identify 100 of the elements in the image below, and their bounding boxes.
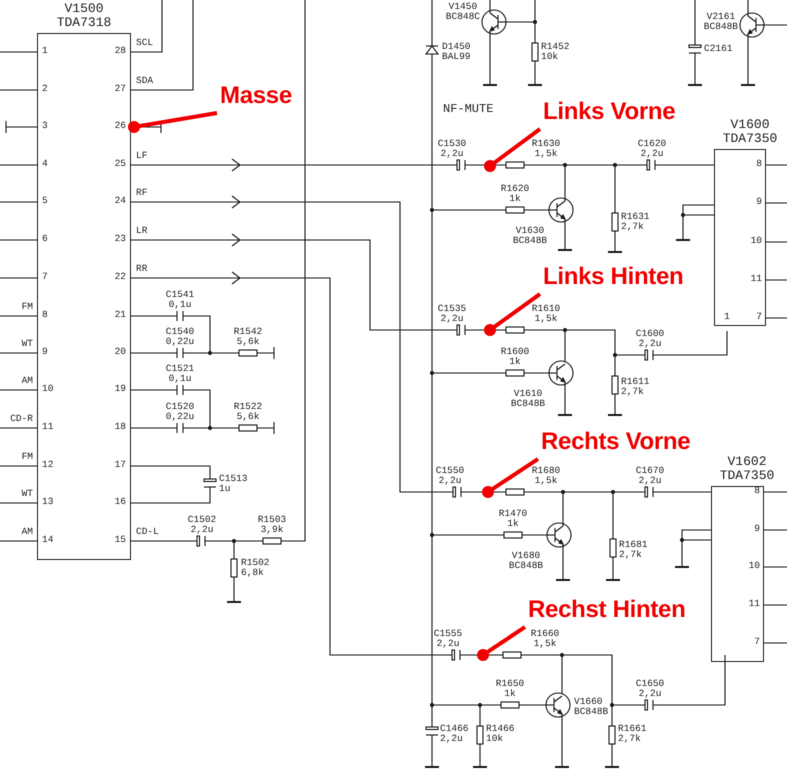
component-label: V1680 BC848B bbox=[508, 551, 544, 571]
component-label: C1670 2,2u bbox=[636, 466, 664, 486]
component-label: V1450 BC848C bbox=[446, 2, 480, 22]
annotation-text: Masse bbox=[220, 82, 292, 110]
net-label: NF-MUTE bbox=[443, 103, 494, 116]
input-label: WT bbox=[22, 339, 33, 349]
pin-number: 13 bbox=[42, 497, 54, 507]
pin-number: 16 bbox=[114, 497, 126, 507]
input-label: AM bbox=[22, 527, 33, 537]
annotation-text: Links Vorne bbox=[543, 98, 676, 126]
component-label: C1520 0,22u bbox=[166, 402, 194, 422]
component-label: R1600 1k bbox=[500, 347, 530, 367]
pin-number: 25 bbox=[114, 159, 126, 169]
pin-number: 10 bbox=[748, 561, 760, 571]
chip-designation: V1602 TDA7350 bbox=[720, 455, 774, 485]
input-label: FM bbox=[22, 452, 33, 462]
component-label: C1650 2,2u bbox=[636, 679, 664, 699]
pin-number: 11 bbox=[750, 274, 762, 284]
component-label: R1650 1k bbox=[496, 679, 524, 699]
pin-number: 18 bbox=[114, 422, 126, 432]
signal-name: LF bbox=[136, 151, 148, 161]
component-label: C1535 2,2u bbox=[438, 304, 466, 324]
pin-number: 7 bbox=[42, 272, 48, 282]
chip-designation: V1600 TDA7350 bbox=[722, 118, 778, 148]
pin-number: 26 bbox=[114, 121, 126, 131]
pin-number: 8 bbox=[42, 310, 48, 320]
pin-number: 27 bbox=[114, 84, 126, 94]
pin-number: 20 bbox=[114, 347, 126, 357]
pin-number: 5 bbox=[42, 196, 48, 206]
chip-designation: V1500 TDA7318 bbox=[56, 2, 112, 32]
signal-name: SDA bbox=[136, 76, 154, 86]
input-label: AM bbox=[22, 376, 33, 386]
pin-number: 7 bbox=[754, 637, 760, 647]
annotation-text: Links Hinten bbox=[543, 263, 684, 291]
pin-number: 17 bbox=[114, 460, 126, 470]
leader-line bbox=[482, 457, 540, 498]
pin-number: 11 bbox=[42, 422, 54, 432]
component-label: R1452 10k bbox=[541, 42, 570, 62]
component-label: R1522 5,6k bbox=[234, 402, 262, 422]
pin-number: 1 bbox=[724, 312, 730, 322]
component-label: R1611 2,7k bbox=[621, 377, 650, 397]
pin-number: 22 bbox=[114, 272, 126, 282]
pin-number: 21 bbox=[114, 310, 126, 320]
component-label: V1630 BC848B bbox=[512, 226, 548, 246]
signal-name: SCL bbox=[136, 38, 154, 48]
pin-number: 14 bbox=[42, 535, 54, 545]
input-label: WT bbox=[22, 489, 33, 499]
input-label: FM bbox=[22, 302, 33, 312]
pin-number: 9 bbox=[756, 197, 762, 207]
leader-line bbox=[128, 111, 218, 133]
pin-number: 7 bbox=[756, 312, 762, 322]
component-label: R1620 1k bbox=[500, 184, 530, 204]
annotation-text: Rechst Hinten bbox=[528, 596, 686, 624]
pin-number: 9 bbox=[42, 347, 48, 357]
component-label: R1466 10k bbox=[486, 724, 515, 744]
signal-name: CD-L bbox=[136, 527, 159, 537]
pin-number: 8 bbox=[754, 486, 760, 496]
component-label: C1521 0,1u bbox=[166, 364, 194, 384]
component-label: R1503 3,9k bbox=[258, 515, 286, 535]
component-label: R1680 1,5k bbox=[532, 466, 560, 486]
component-label: D1450 BAL99 bbox=[442, 42, 471, 62]
component-label: C1550 2,2u bbox=[436, 466, 464, 486]
component-label: C1540 0,22u bbox=[166, 327, 194, 347]
component-label: V2161 BC848B bbox=[704, 12, 738, 32]
pin-number: 19 bbox=[114, 384, 126, 394]
component-label: C1620 2,2u bbox=[638, 139, 666, 159]
signal-name: RR bbox=[136, 264, 148, 274]
signal-name: RF bbox=[136, 188, 148, 198]
component-label: C1555 2,2u bbox=[434, 629, 462, 649]
component-label: C1466 2,2u bbox=[440, 724, 469, 744]
pin-number: 4 bbox=[42, 159, 48, 169]
component-label: R1660 1,5k bbox=[530, 629, 560, 649]
pin-number: 23 bbox=[114, 234, 126, 244]
pin-number: 11 bbox=[748, 599, 760, 609]
component-label: C2161 bbox=[704, 44, 733, 54]
pin-number: 24 bbox=[114, 196, 126, 206]
pin-number: 2 bbox=[42, 84, 48, 94]
leader-line bbox=[484, 127, 542, 172]
component-label: R1661 2,7k bbox=[618, 724, 647, 744]
pin-number: 8 bbox=[756, 159, 762, 169]
component-label: V1660 BC848B bbox=[574, 697, 608, 717]
component-label: C1530 2,2u bbox=[438, 139, 466, 159]
pin-number: 3 bbox=[42, 121, 48, 131]
component-label: R1610 1,5k bbox=[532, 304, 560, 324]
leader-line bbox=[484, 292, 542, 336]
component-label: C1513 1u bbox=[219, 474, 248, 494]
pin-number: 10 bbox=[750, 236, 762, 246]
input-label: CD-R bbox=[10, 414, 33, 424]
component-label: R1542 5,6k bbox=[234, 327, 262, 347]
pin-number: 28 bbox=[114, 46, 126, 56]
pin-number: 12 bbox=[42, 460, 54, 470]
leader-line bbox=[477, 625, 526, 661]
pin-number: 6 bbox=[42, 234, 48, 244]
component-label: C1502 2,2u bbox=[188, 515, 216, 535]
component-label: R1681 2,7k bbox=[619, 540, 648, 560]
component-label: C1600 2,2u bbox=[636, 329, 664, 349]
pin-number: 10 bbox=[42, 384, 54, 394]
pin-number: 1 bbox=[42, 46, 48, 56]
pin-number: 15 bbox=[114, 535, 126, 545]
annotation-text: Rechts Vorne bbox=[541, 428, 690, 456]
